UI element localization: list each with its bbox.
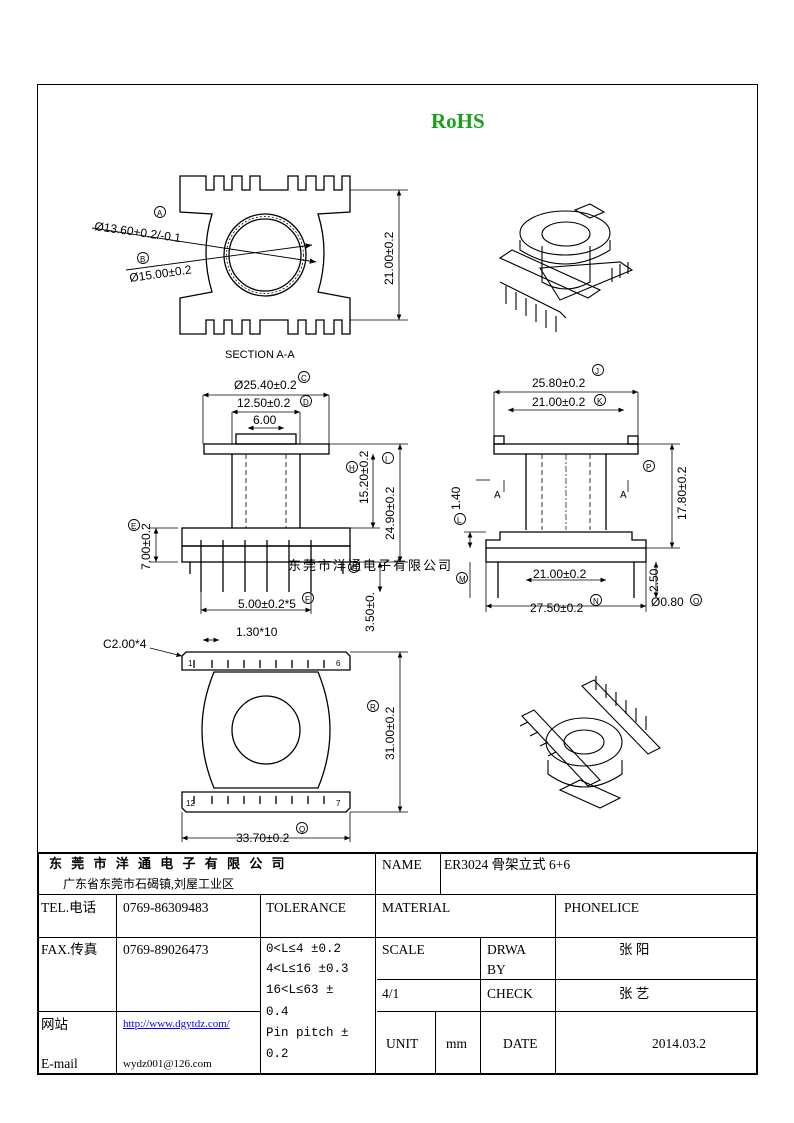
dim-height-1-40: 1.40 (449, 486, 463, 510)
dim-pin-length: 3.50±0. (363, 592, 377, 632)
dim-width-21-top: 21.00±0.2 (532, 395, 586, 409)
title-block: 东 莞 市 洋 通 电 子 有 限 公 司 广东省东莞市石碣镇,刘屋工业区 NA… (37, 852, 758, 1075)
isometric-view-top (498, 203, 634, 332)
technical-drawing: SECTION A-A Ø13.60+0.2/-0.1 Ø15.00±0.2 2… (91, 175, 702, 845)
date-label: DATE (503, 1036, 538, 1051)
bottom-view: 1.30*10 C2.00*4 31.00±0.2 33.70±0.2 1 6 … (103, 625, 408, 845)
balloon-b: B (140, 255, 145, 264)
balloon-l: L (457, 516, 462, 525)
material-value: PHONELICE (564, 900, 639, 915)
drawn-by-label-2: BY (487, 962, 506, 977)
tolerance-label: TOLERANCE (266, 900, 346, 915)
section-label: SECTION A-A (225, 349, 295, 361)
dim-pitch-5: 5.00±0.2*5 (238, 597, 296, 611)
watermark: 东莞市洋通电子有限公司 (288, 558, 453, 573)
dim-width-33-70: 33.70±0.2 (236, 831, 290, 845)
dim-height-31: 31.00±0.2 (383, 706, 397, 760)
unit-value: mm (446, 1036, 468, 1051)
tel-value: 0769-86309483 (123, 900, 209, 915)
section-mark-right: A (620, 490, 627, 501)
tolerance-pin-pitch-value: 0.2 (266, 1047, 289, 1061)
dim-height-15-20: 15.20±0.2 (357, 450, 371, 504)
dim-diameter-25-40: Ø25.40±0.2 (234, 378, 297, 392)
balloon-a: A (157, 209, 163, 218)
balloon-m: M (459, 575, 466, 584)
company-address: 广东省东莞市石碣镇,刘屋工业区 (63, 877, 235, 891)
balloon-p: P (646, 463, 651, 472)
balloon-j: J (595, 367, 599, 376)
dim-width-12-50: 12.50±0.2 (237, 396, 291, 410)
pin-label-6: 6 (336, 659, 341, 668)
company-name: 东 莞 市 洋 通 电 子 有 限 公 司 (49, 856, 288, 871)
dim-height-17-80: 17.80±0.2 (675, 466, 689, 520)
section-view: SECTION A-A Ø13.60+0.2/-0.1 Ø15.00±0.2 2… (91, 175, 408, 361)
tolerance-range-2: 4<L≤16 ±0.3 (266, 962, 349, 976)
balloon-d: D (303, 398, 309, 407)
side-view: A A 25.80±0.2 21.00±0.2 1.40 17.80±0.2 2… (449, 364, 702, 615)
check-value: 张 艺 (619, 986, 650, 1001)
name-label: NAME (382, 857, 422, 872)
dim-chamfer: C2.00*4 (103, 637, 147, 651)
fax-label: FAX.传真 (41, 942, 98, 957)
balloon-i: I (385, 455, 387, 464)
dim-width-25-80: 25.80±0.2 (532, 376, 586, 390)
tel-label: TEL.电话 (41, 900, 97, 915)
unit-label: UNIT (386, 1036, 419, 1051)
dim-height-7: 7.00±0.2 (139, 523, 153, 570)
balloon-k: K (597, 397, 603, 406)
date-value: 2014.03.2 (652, 1036, 706, 1051)
scale-value: 4/1 (382, 986, 400, 1001)
drawing-frame (37, 84, 758, 1075)
dim-width-6: 6.00 (253, 413, 277, 427)
dim-height-2-50: 2.50 (647, 568, 661, 592)
balloon-n: N (593, 597, 599, 606)
tolerance-range-1: 0<L≤4 ±0.2 (266, 942, 342, 956)
balloon-o: O (693, 597, 699, 606)
drawn-by-label-1: DRWA (487, 942, 527, 957)
material-label: MATERIAL (382, 900, 451, 915)
dim-width-21-bottom: 21.00±0.2 (533, 567, 587, 581)
tolerance-range-3-value: 0.4 (266, 1005, 289, 1019)
dim-pin-diameter: Ø0.80 (651, 595, 684, 609)
isometric-view-bottom (519, 676, 661, 809)
website-label: 网站 (41, 1017, 68, 1032)
email-value: wydz001@126.com (123, 1058, 212, 1070)
balloon-f: F (305, 595, 310, 604)
balloon-g: G (351, 564, 357, 573)
rohs-label: RoHS (431, 109, 485, 133)
dim-inner-diameter: Ø13.60+0.2/-0.1 (94, 219, 182, 245)
scale-label: SCALE (382, 942, 425, 957)
name-value: ER3024 骨架立式 6+6 (444, 857, 571, 872)
email-label: E-mail (41, 1056, 78, 1071)
dim-slot: 1.30*10 (236, 625, 278, 639)
balloon-c: C (301, 374, 307, 383)
balloon-h: H (349, 464, 355, 473)
balloon-r: R (370, 703, 376, 712)
tolerance-pin-pitch: Pin pitch ± (266, 1026, 349, 1040)
pin-label-1: 1 (188, 659, 193, 668)
dim-height-21: 21.00±0.2 (382, 231, 396, 285)
fax-value: 0769-89026473 (123, 942, 209, 957)
drawn-by-value: 张 阳 (619, 942, 650, 957)
dim-width-27-50: 27.50±0.2 (530, 601, 584, 615)
tolerance-range-3: 16<L≤63 ± (266, 983, 334, 997)
dim-outer-diameter: Ø15.00±0.2 (128, 262, 192, 285)
pin-label-12: 12 (186, 799, 195, 808)
balloon-q: Q (299, 825, 305, 834)
balloon-e: E (131, 522, 136, 531)
front-view: Ø25.40±0.2 12.50±0.2 6.00 15.20±0.2 24.9… (128, 371, 408, 632)
pin-label-7: 7 (336, 799, 341, 808)
dim-height-24-90: 24.90±0.2 (383, 486, 397, 540)
section-mark-left: A (494, 490, 501, 501)
website-link[interactable]: http://www.dgytdz.com/ (123, 1018, 230, 1030)
check-label: CHECK (487, 986, 533, 1001)
